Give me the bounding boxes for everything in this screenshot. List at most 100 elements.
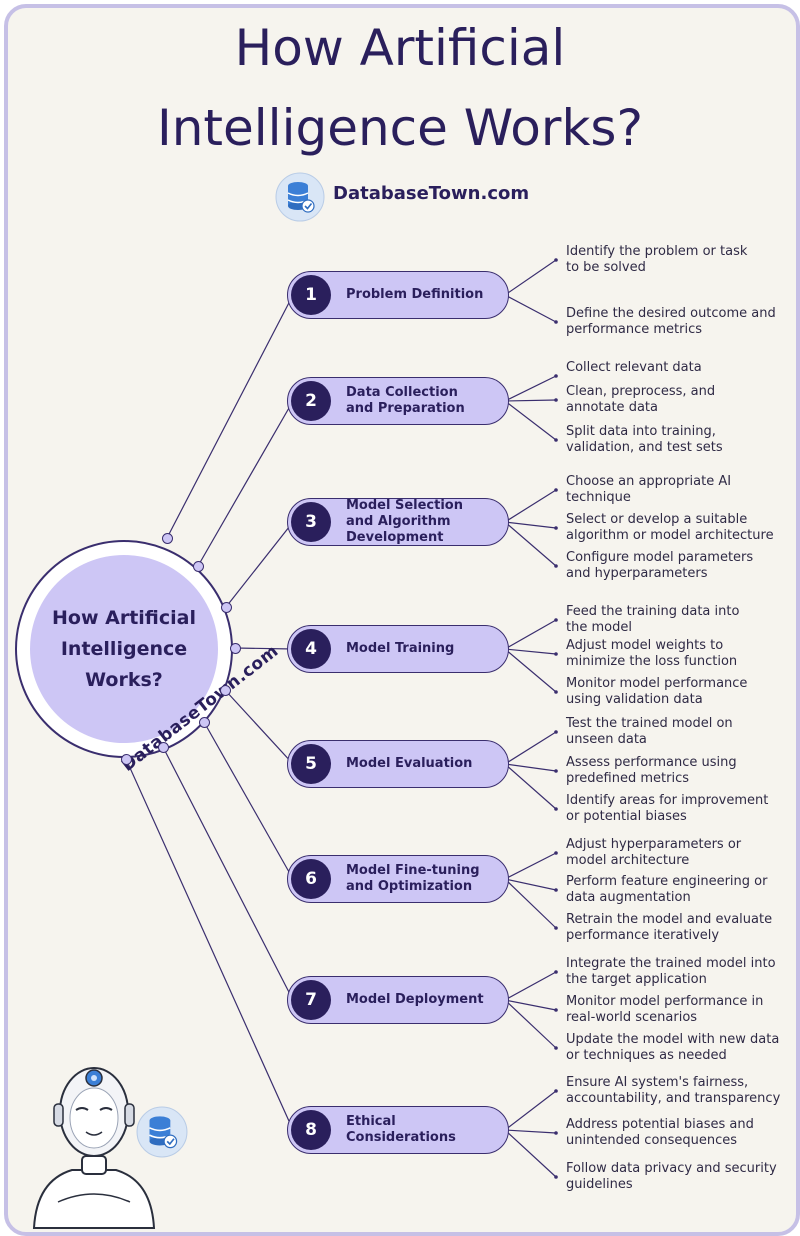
bullet-connector bbox=[504, 971, 557, 1001]
bullet-connector bbox=[504, 489, 557, 523]
bullet-arrowhead bbox=[554, 807, 558, 811]
connector-line bbox=[203, 721, 294, 880]
step-label: Model Deployment bbox=[346, 991, 484, 1007]
robot-illustration bbox=[32, 1067, 156, 1229]
connector-line bbox=[225, 521, 294, 608]
connector-line bbox=[162, 746, 294, 1001]
step-pill: 1 Problem Definition bbox=[287, 271, 509, 319]
step-bullet: Split data into training, validation, an… bbox=[566, 424, 723, 455]
bullet-arrowhead bbox=[554, 851, 558, 855]
step-bullet: Feed the training data into the model bbox=[566, 604, 740, 635]
step-bullet: Monitor model performance using validati… bbox=[566, 676, 748, 707]
bullet-arrowhead bbox=[554, 320, 558, 324]
hub-dot bbox=[157, 741, 169, 753]
step-bullet: Integrate the trained model into the tar… bbox=[566, 956, 776, 987]
bullet-connector bbox=[504, 294, 557, 323]
step-label: Model Evaluation bbox=[346, 755, 473, 771]
step-number: 1 bbox=[291, 275, 331, 315]
bullet-connector bbox=[504, 648, 557, 655]
bullet-connector bbox=[504, 878, 557, 929]
step-bullet: Identify the problem or task to be solve… bbox=[566, 244, 748, 275]
step-bullet: Address potential biases and unintended … bbox=[566, 1117, 754, 1148]
step-bullet: Collect relevant data bbox=[566, 360, 702, 375]
step-bullet: Clean, preprocess, and annotate data bbox=[566, 384, 716, 415]
connector-line bbox=[224, 689, 294, 765]
step-pill: 7 Model Deployment bbox=[287, 976, 509, 1024]
step-bullet: Follow data privacy and security guideli… bbox=[566, 1161, 777, 1192]
brand-name: DatabaseTown.com bbox=[333, 183, 530, 204]
bullet-connector bbox=[504, 521, 557, 567]
database-icon bbox=[275, 172, 325, 222]
bullet-arrowhead bbox=[554, 1046, 558, 1050]
step-label: Model Training bbox=[346, 640, 455, 656]
bullet-arrowhead bbox=[554, 769, 558, 773]
hub-dot bbox=[161, 532, 173, 544]
step-bullet: Adjust model weights to minimize the los… bbox=[566, 638, 738, 669]
bullet-arrowhead bbox=[554, 488, 558, 492]
step-pill: 3 Model Selection and Algorithm Developme… bbox=[287, 498, 509, 546]
step-label: Problem Definition bbox=[346, 286, 484, 302]
step-bullet: Assess performance using predefined metr… bbox=[566, 755, 737, 786]
bullet-arrowhead bbox=[554, 1089, 558, 1093]
connector-line bbox=[125, 758, 294, 1131]
step-bullet: Configure model parameters and hyperpara… bbox=[566, 550, 754, 581]
bullet-arrowhead bbox=[554, 652, 558, 656]
hub-dot bbox=[219, 684, 231, 696]
hub-label: How Artificial Intelligence Works? bbox=[52, 606, 196, 691]
step-label: Ethical Considerations bbox=[346, 1113, 456, 1145]
step-number: 7 bbox=[291, 980, 331, 1020]
step-bullet: Ensure AI system's fairness, accountabil… bbox=[566, 1075, 781, 1106]
step-bullet: Monitor model performance in real-world … bbox=[566, 994, 764, 1025]
step-pill: 6 Model Fine-tuning and Optimization bbox=[287, 855, 509, 903]
bullet-arrowhead bbox=[554, 398, 558, 402]
bullet-arrowhead bbox=[554, 526, 558, 530]
connector-line bbox=[166, 294, 294, 539]
step-bullet: Select or develop a suitable algorithm o… bbox=[566, 512, 774, 543]
connector-line bbox=[197, 400, 294, 567]
hub-dot bbox=[220, 601, 232, 613]
bullet-connector bbox=[504, 999, 557, 1049]
bullet-arrowhead bbox=[554, 618, 558, 622]
step-label: Data Collection and Preparation bbox=[346, 384, 465, 416]
bullet-connector bbox=[504, 619, 557, 650]
bullet-arrowhead bbox=[554, 970, 558, 974]
step-number: 6 bbox=[291, 859, 331, 899]
bullet-arrowhead bbox=[554, 564, 558, 568]
bullet-arrowhead bbox=[554, 690, 558, 694]
step-bullet: Test the trained model on unseen data bbox=[566, 716, 733, 747]
bullet-arrowhead bbox=[554, 888, 558, 892]
bullet-arrowhead bbox=[554, 730, 558, 734]
bullet-arrowhead bbox=[554, 1131, 558, 1135]
step-bullet: Update the model with new data or techni… bbox=[566, 1032, 780, 1063]
bullet-arrowhead bbox=[554, 1008, 558, 1012]
bullet-connector bbox=[504, 400, 557, 441]
hub-dot bbox=[198, 716, 210, 728]
step-number: 3 bbox=[291, 502, 331, 542]
step-bullet: Adjust hyperparameters or model architec… bbox=[566, 837, 742, 868]
step-number: 4 bbox=[291, 629, 331, 669]
bullet-arrowhead bbox=[554, 438, 558, 442]
hub-dot bbox=[120, 753, 132, 765]
bullet-connector bbox=[504, 763, 557, 772]
bullet-connector bbox=[504, 648, 557, 693]
database-icon bbox=[136, 1106, 188, 1158]
bullet-connector bbox=[504, 1129, 557, 1134]
connector-line bbox=[234, 647, 294, 650]
hub-dot bbox=[229, 642, 241, 654]
bullet-connector bbox=[504, 878, 557, 891]
bullet-arrowhead bbox=[554, 1175, 558, 1179]
step-pill: 4 Model Training bbox=[287, 625, 509, 673]
step-label: Model Fine-tuning and Optimization bbox=[346, 862, 480, 894]
bullet-connector bbox=[504, 731, 557, 765]
step-bullet: Identify areas for improvement or potent… bbox=[566, 793, 769, 824]
bullet-arrowhead bbox=[554, 926, 558, 930]
bullet-connector bbox=[504, 259, 557, 296]
step-label: Model Selection and Algorithm Developmen… bbox=[346, 497, 463, 545]
step-bullet: Retrain the model and evaluate performan… bbox=[566, 912, 773, 943]
title-line-1: How Artificial bbox=[234, 19, 566, 77]
